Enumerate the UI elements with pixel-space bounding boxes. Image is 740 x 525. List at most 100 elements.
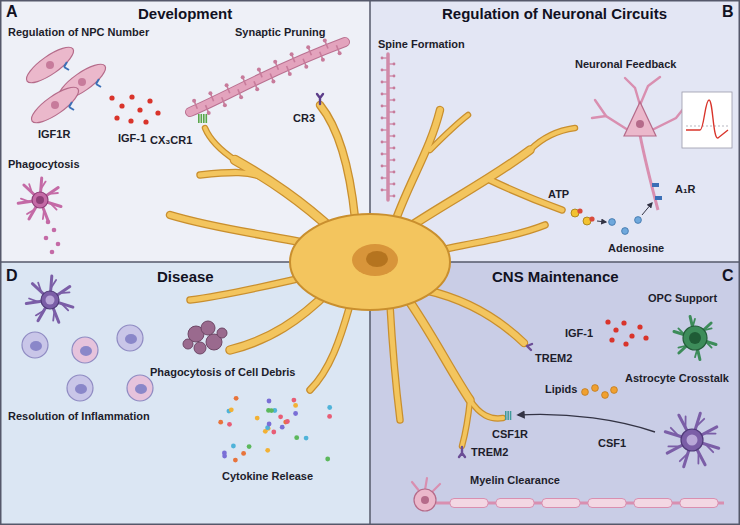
resolving-glia-part — [46, 296, 55, 305]
microglia-branches-part — [470, 400, 503, 418]
pruned-dendrite-part — [190, 42, 345, 112]
myelinated-neuron-part — [425, 478, 427, 490]
cytokines-part — [278, 414, 283, 419]
phagocytic-cell-part — [46, 220, 51, 225]
myelinated-neuron-part — [421, 496, 429, 504]
callout-label: CR3 — [293, 112, 315, 125]
panel-letter: A — [6, 3, 18, 21]
microglia-branches-part — [530, 128, 575, 150]
microglia-branches-part — [310, 305, 350, 390]
callout-label: CX₃CR1 — [150, 134, 192, 147]
microglia-branches-part — [530, 128, 575, 150]
spine-dendrite — [381, 54, 396, 200]
astrocyte-part — [668, 445, 679, 447]
microglia-branches-part — [230, 290, 330, 350]
myelinated-neuron-part — [496, 499, 534, 508]
cytokines-part — [241, 451, 246, 456]
pruned-dendrite-part — [241, 75, 245, 79]
spine-dendrite-part — [381, 81, 384, 84]
astrocyte-part — [681, 429, 703, 451]
microglia-branches-part — [235, 160, 335, 232]
spine-dendrite-part — [393, 147, 396, 150]
cell-debris-part — [217, 328, 227, 338]
igf1-dots-part — [609, 337, 614, 342]
pruned-dendrite-part — [338, 51, 342, 55]
igf1-dots-part — [605, 319, 610, 324]
receptors-part — [203, 114, 205, 123]
callout-label: CSF1 — [598, 437, 626, 450]
callout-label: Phagocytosis of Cell Debris — [150, 366, 295, 379]
callout-label: Resolution of Inflammation — [8, 410, 150, 423]
spine-dendrite-part — [381, 177, 384, 180]
neuron-part — [652, 108, 684, 130]
microglia-branches-part — [430, 115, 468, 150]
phagocytic-cell-part — [44, 236, 49, 241]
npc-cells-part — [96, 79, 101, 87]
npc-cells — [22, 42, 110, 129]
igf1-dots-part — [637, 324, 642, 329]
callout-label: CSF1R — [492, 428, 528, 441]
panel-heading: Development — [138, 5, 232, 22]
phagocytic-cell-part — [56, 242, 61, 247]
astrocyte-part — [705, 444, 713, 452]
spine-dendrite-part — [393, 183, 396, 186]
microglia-soma-part — [366, 251, 388, 267]
immune-cells-part — [80, 346, 92, 356]
voltage-trace — [682, 92, 732, 148]
microglia-branches-part — [205, 128, 235, 160]
neuron-part — [636, 120, 644, 128]
cell-debris-part — [183, 339, 193, 349]
spine-dendrite-part — [393, 159, 396, 162]
spine-dendrite-part — [381, 117, 384, 120]
pruned-dendrite-part — [323, 39, 327, 43]
cytokines-part — [280, 425, 285, 430]
resolving-glia — [26, 276, 73, 322]
callout-label: Neuronal Feedback — [575, 58, 676, 71]
callout-label: ATP — [548, 188, 569, 201]
igf1-dots-part — [629, 333, 634, 338]
neuron-part — [624, 102, 656, 136]
igf1-dots-part — [119, 103, 124, 108]
cytokines-part — [222, 454, 227, 459]
neuron-part — [592, 116, 606, 118]
phagocytic-cell-part — [49, 192, 58, 195]
microglia-branches-part — [425, 290, 524, 343]
myelinated-neuron-part — [414, 489, 436, 511]
pruned-dendrite-part — [271, 80, 275, 84]
npc-cells-part — [69, 102, 74, 110]
neuron — [592, 77, 684, 210]
myelinated-neuron-part — [450, 499, 488, 508]
microglia-soma — [290, 214, 450, 310]
phagocytic-cell-part — [27, 210, 35, 215]
callout-label: Lipids — [545, 383, 577, 396]
cytokines-part — [285, 419, 290, 424]
microglia-branches-part — [405, 295, 470, 400]
pruned-dendrite-part — [257, 67, 261, 71]
neuron-part — [655, 196, 662, 200]
panel-heading: Disease — [157, 268, 214, 285]
npc-cells-part — [46, 61, 54, 69]
pruned-dendrite-part — [306, 45, 310, 49]
receptors-part — [510, 411, 512, 420]
pruned-dendrite — [190, 39, 345, 116]
spine-dendrite-part — [393, 195, 396, 198]
microglia-branches-part — [462, 400, 470, 446]
npc-cells-part — [64, 62, 69, 70]
immune-cells-part — [30, 341, 42, 351]
receptors-part — [198, 114, 200, 123]
npc-cells-part — [27, 82, 83, 129]
cytokines-part — [229, 407, 234, 412]
resolving-glia-part — [62, 304, 69, 311]
microglia-branches-part — [395, 110, 440, 222]
pruned-dendrite-part — [239, 95, 243, 99]
myelinated-neuron-part — [588, 499, 626, 508]
neuron-part — [625, 78, 640, 105]
callout-label: Adenosine — [608, 242, 664, 255]
callout-label: Astrocyte Crosstalk — [625, 372, 729, 385]
phagocytic-cell-part — [29, 184, 32, 192]
neuron-part — [595, 100, 628, 130]
spine-dendrite-part — [381, 57, 384, 60]
resolving-glia-part — [41, 291, 59, 309]
lipid-dots — [582, 385, 618, 399]
